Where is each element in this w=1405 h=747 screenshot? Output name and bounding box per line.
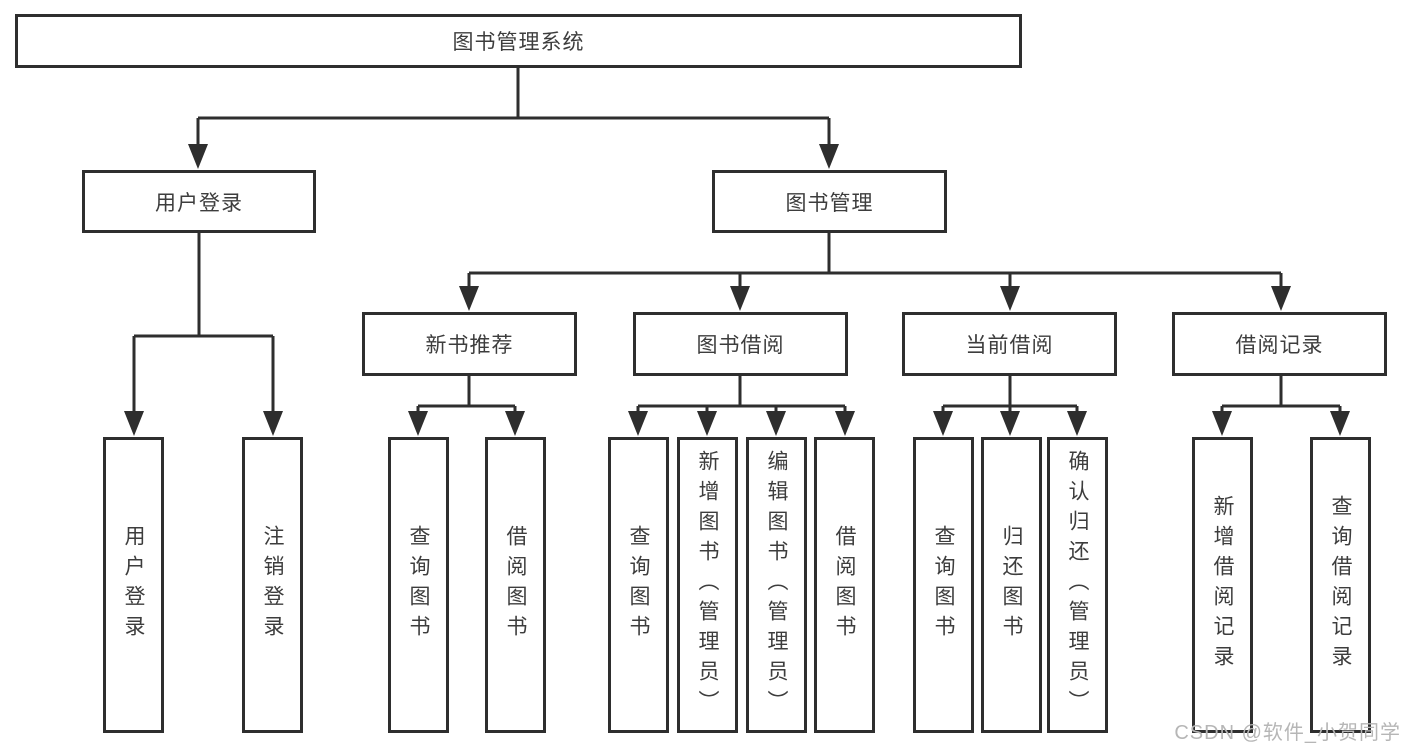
- node-user-login: 用户登录: [82, 170, 316, 233]
- arrowhead-icon: [1271, 286, 1291, 311]
- connector-borrow-records-children: [1212, 376, 1350, 436]
- arrowhead-icon: [1000, 411, 1020, 436]
- arrowhead-icon: [505, 411, 525, 436]
- leaf-recommend-query-books-label: 查询图书: [407, 525, 430, 645]
- node-current-borrow: 当前借阅: [902, 312, 1117, 376]
- leaf-recommend-borrow-books-label: 借阅图书: [504, 525, 527, 645]
- node-book-management: 图书管理: [712, 170, 947, 233]
- node-user-login-label: 用户登录: [155, 191, 243, 215]
- leaf-return-books: 归还图书: [981, 437, 1042, 733]
- leaf-add-borrow-record: 新增借阅记录: [1192, 437, 1253, 733]
- leaf-add-books-admin: 新增图书（管理员）: [677, 437, 738, 733]
- arrowhead-icon: [819, 144, 839, 169]
- node-root-system-label: 图书管理系统: [452, 31, 585, 54]
- leaf-logout-label: 注销登录: [261, 525, 284, 645]
- leaf-edit-books-admin-label: 编辑图书（管理员）: [765, 450, 788, 720]
- leaf-borrow-books-label: 借阅图书: [833, 525, 856, 645]
- node-borrow-records: 借阅记录: [1172, 312, 1387, 376]
- arrowhead-icon: [263, 411, 283, 436]
- leaf-user-login: 用户登录: [103, 437, 164, 733]
- leaf-logout: 注销登录: [242, 437, 303, 733]
- node-new-book-recommend-label: 新书推荐: [425, 334, 514, 357]
- arrowhead-icon: [933, 411, 953, 436]
- arrowhead-icon: [730, 286, 750, 311]
- leaf-user-login-label: 用户登录: [122, 525, 145, 645]
- node-book-borrow: 图书借阅: [633, 312, 848, 376]
- arrowhead-icon: [628, 411, 648, 436]
- connector-user-login-children: [124, 233, 283, 436]
- arrowhead-icon: [1212, 411, 1232, 436]
- connector-book-borrow-children: [628, 376, 855, 436]
- leaf-current-query-books-label: 查询图书: [932, 525, 955, 645]
- node-book-management-label: 图书管理: [785, 191, 874, 215]
- arrowhead-icon: [1067, 411, 1087, 436]
- connector-current-borrow-children: [933, 376, 1087, 436]
- node-root-system: 图书管理系统: [15, 14, 1022, 68]
- arrowhead-icon: [188, 144, 208, 169]
- leaf-borrow-query-books: 查询图书: [608, 437, 669, 733]
- arrowhead-icon: [835, 411, 855, 436]
- arrowhead-icon: [408, 411, 428, 436]
- leaf-confirm-return-admin-label: 确认归还（管理员）: [1066, 450, 1089, 720]
- leaf-add-borrow-record-label: 新增借阅记录: [1211, 495, 1234, 675]
- arrowhead-icon: [459, 286, 479, 311]
- leaf-recommend-query-books: 查询图书: [388, 437, 449, 733]
- leaf-current-query-books: 查询图书: [913, 437, 974, 733]
- leaf-borrow-books: 借阅图书: [814, 437, 875, 733]
- arrowhead-icon: [1330, 411, 1350, 436]
- leaf-borrow-query-books-label: 查询图书: [627, 525, 650, 645]
- arrowhead-icon: [766, 411, 786, 436]
- node-borrow-records-label: 借阅记录: [1235, 334, 1324, 357]
- node-book-borrow-label: 图书借阅: [696, 334, 785, 357]
- leaf-recommend-borrow-books: 借阅图书: [485, 437, 546, 733]
- connector-root-to-level2: [188, 68, 839, 169]
- leaf-confirm-return-admin: 确认归还（管理员）: [1047, 437, 1108, 733]
- leaf-add-books-admin-label: 新增图书（管理员）: [696, 450, 719, 720]
- leaf-edit-books-admin: 编辑图书（管理员）: [746, 437, 807, 733]
- arrowhead-icon: [1000, 286, 1020, 311]
- node-current-borrow-label: 当前借阅: [965, 334, 1054, 357]
- connector-book-management-children: [459, 233, 1291, 311]
- csdn-watermark: CSDN @软件_小贺同学: [1174, 722, 1401, 744]
- leaf-query-borrow-record-label: 查询借阅记录: [1329, 495, 1352, 675]
- node-new-book-recommend: 新书推荐: [362, 312, 577, 376]
- connector-new-book-recommend-children: [408, 376, 525, 436]
- leaf-return-books-label: 归还图书: [1000, 525, 1023, 645]
- leaf-query-borrow-record: 查询借阅记录: [1310, 437, 1371, 733]
- arrowhead-icon: [697, 411, 717, 436]
- arrowhead-icon: [124, 411, 144, 436]
